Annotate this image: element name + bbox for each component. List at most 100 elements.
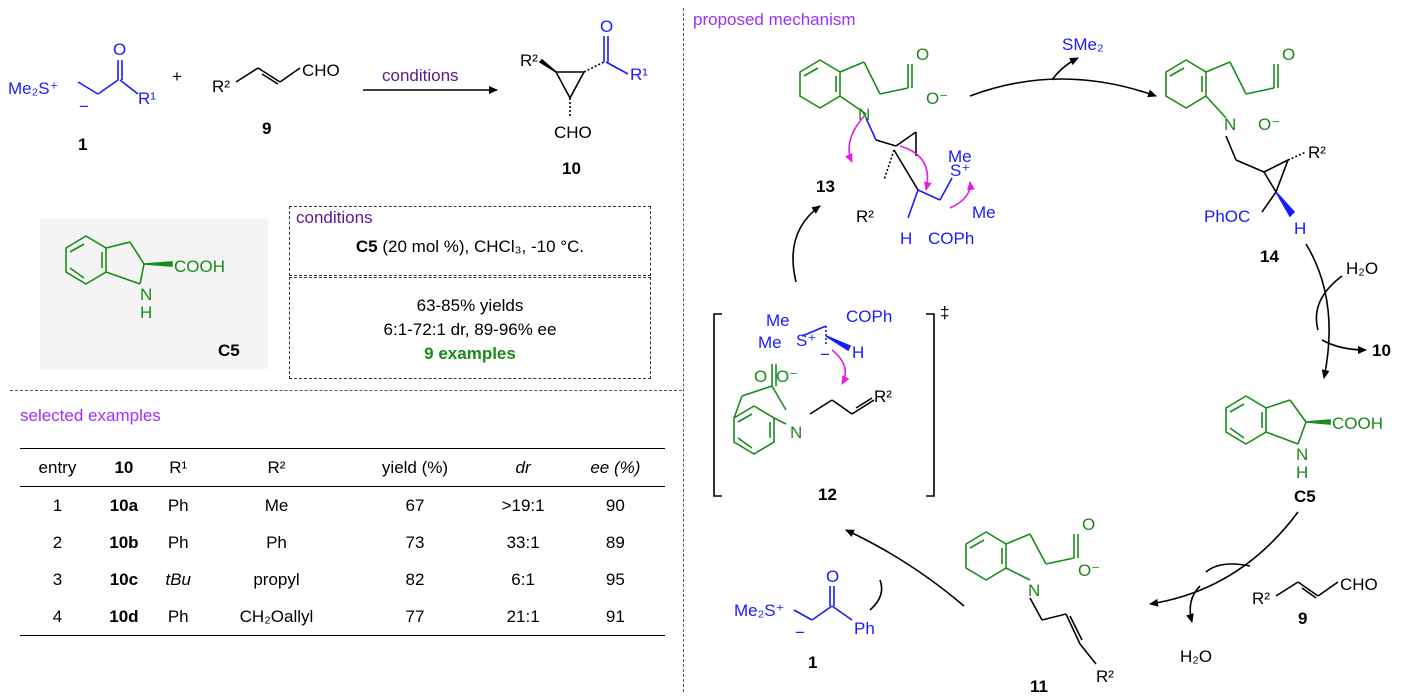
cell-entry: 3 xyxy=(52,569,63,589)
mechanism-header: proposed mechanism xyxy=(693,10,856,29)
cell-dr: >19:1 xyxy=(501,495,545,515)
m1-o: O xyxy=(826,567,839,586)
catalyst-h: H xyxy=(140,303,152,322)
cell-entry: 1 xyxy=(52,495,63,515)
m13-h: H xyxy=(900,229,912,248)
m14-ominus: O⁻ xyxy=(1258,115,1280,134)
m12-s: S⁺ xyxy=(796,331,816,350)
label-12: 12 xyxy=(818,485,837,504)
cell-product: 10d xyxy=(109,606,139,626)
catalyst-ref: C5 xyxy=(355,237,378,256)
label-11: 11 xyxy=(1030,677,1048,696)
m13-coph: COPh xyxy=(928,229,974,248)
arrow-product-out xyxy=(1321,339,1367,354)
m13-s: S⁺ xyxy=(950,161,970,180)
label-14: 14 xyxy=(1260,247,1279,266)
conditions-detail: (20 mol %), CHCl₃, -10 °C. xyxy=(382,237,585,256)
col-ee: ee (%) xyxy=(590,457,641,477)
m11-ominus: O⁻ xyxy=(1078,561,1100,580)
m12-h: H xyxy=(852,343,864,362)
reagent1-minus: − xyxy=(79,97,89,116)
cell-product: 10b xyxy=(109,532,139,552)
reagent1-r1: R¹ xyxy=(138,89,156,108)
results-box: 63-85% yields 6:1-72:1 dr, 89-96% ee 9 e… xyxy=(289,277,651,379)
cell-r2: Ph xyxy=(266,532,287,552)
results-examples: 9 examples xyxy=(424,344,516,363)
m13-n: N xyxy=(858,105,870,124)
catalyst-cooh: COOH xyxy=(174,257,225,276)
arrow-11-12 xyxy=(845,529,965,607)
h2o-in-label: H₂O xyxy=(1346,259,1378,278)
m13-me2: Me xyxy=(972,203,996,222)
c5-n: N xyxy=(1296,445,1308,464)
arrow-9-in xyxy=(1205,563,1251,573)
m12-o: O xyxy=(754,367,767,386)
m9-r2: R² xyxy=(1252,589,1270,608)
reagent-9-cycle xyxy=(1275,581,1339,599)
m9-cho: CHO xyxy=(1340,575,1378,594)
arrow-1-in xyxy=(869,579,883,611)
h2o-out-label: H₂O xyxy=(1180,647,1212,666)
col-product: 10 xyxy=(114,457,134,477)
sme2-label: SMe₂ xyxy=(1062,35,1104,54)
cell-yield: 73 xyxy=(405,532,425,552)
arrow-13-14 xyxy=(969,78,1157,98)
reagent-1-cycle xyxy=(793,586,853,621)
reagent9-r2: R² xyxy=(212,77,230,96)
c5-cooh: COOH xyxy=(1332,414,1383,433)
cell-ee: 95 xyxy=(605,569,625,589)
product-r1: R¹ xyxy=(630,65,648,84)
results-selectivity: 6:1-72:1 dr, 89-96% ee xyxy=(383,320,557,339)
m12-n: N xyxy=(790,423,802,442)
intermediate-13 xyxy=(799,59,975,219)
table-header-row: entry 10 R¹ R² yield (%) dr ee (%) xyxy=(20,448,665,487)
cell-entry: 4 xyxy=(52,606,63,626)
reagent1-oxygen: O xyxy=(113,40,126,59)
arrow-12-13 xyxy=(792,205,821,283)
arrow-h2o-out xyxy=(1186,585,1201,623)
cell-r2: propyl xyxy=(253,569,300,589)
catalyst-label: C5 xyxy=(218,341,240,360)
product-r2: R² xyxy=(520,51,538,70)
product-label: 10 xyxy=(562,159,581,178)
m12-me: Me xyxy=(766,311,790,330)
cell-r2: Me xyxy=(264,495,289,515)
product-10 xyxy=(538,36,629,118)
intermediate-11 xyxy=(965,531,1097,665)
c5-h: H xyxy=(1296,463,1308,482)
arrow-c5-11 xyxy=(1149,511,1299,607)
cell-r1: Ph xyxy=(167,532,189,552)
label-c5-cycle: C5 xyxy=(1294,487,1316,506)
horizontal-divider xyxy=(10,390,682,391)
ten-label: 10 xyxy=(1372,341,1391,360)
plus-sign: + xyxy=(172,67,182,86)
table-row: 1 10a Ph Me 67 >19:1 90 xyxy=(20,487,665,525)
m12-ominus: O⁻ xyxy=(776,367,798,386)
m1-minus: − xyxy=(795,623,805,642)
vertical-divider xyxy=(683,8,684,692)
product-oxygen: O xyxy=(600,17,613,36)
cell-r1: tBu xyxy=(165,569,191,589)
cell-dr: 33:1 xyxy=(506,532,540,552)
reagent9-label: 9 xyxy=(262,119,271,138)
m14-n: N xyxy=(1224,115,1236,134)
conditions-box: conditions C5 (20 mol %), CHCl₃, -10 °C. xyxy=(289,206,651,276)
label-1-cycle: 1 xyxy=(808,653,817,672)
selected-examples-header: selected examples xyxy=(20,406,161,425)
m11-o: O xyxy=(1082,515,1095,534)
col-r2: R² xyxy=(267,457,286,477)
cell-product: 10c xyxy=(109,569,139,589)
reagent-9 xyxy=(235,67,301,85)
m14-r2: R² xyxy=(1308,143,1326,162)
catalyst-c5-cycle xyxy=(1225,395,1331,445)
col-entry: entry xyxy=(38,457,77,477)
m12-minus: − xyxy=(820,345,830,364)
arrow-conditions-label: conditions xyxy=(382,66,459,85)
m12-me2: Me xyxy=(758,333,782,352)
arrow-h2o-in xyxy=(1315,275,1343,331)
m12-coph: COPh xyxy=(846,307,892,326)
m13-r2: R² xyxy=(856,207,874,226)
m13-o: O xyxy=(916,45,929,64)
label-9-cycle: 9 xyxy=(1298,609,1307,628)
